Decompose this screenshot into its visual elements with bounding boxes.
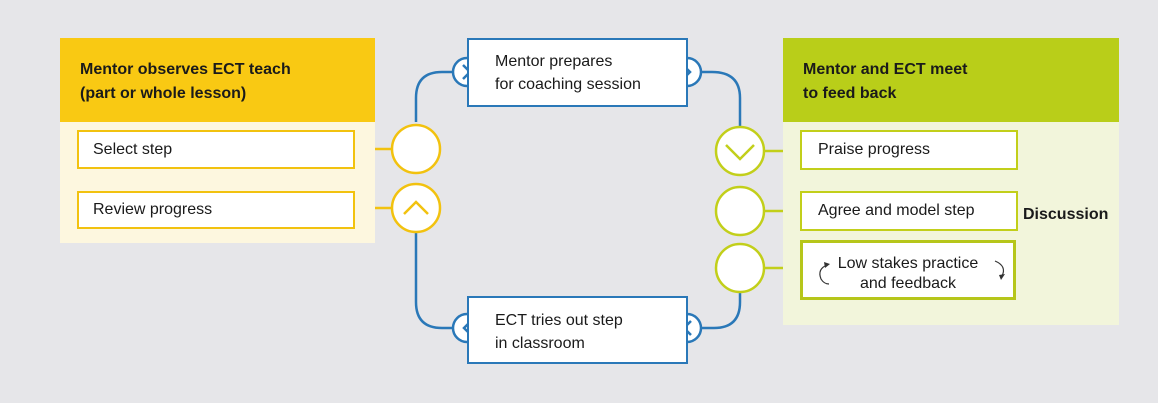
blue-loop	[414, 70, 742, 330]
prepare-session-box: Mentor prepares for coaching session	[467, 38, 688, 107]
try-step-box: ECT tries out step in classroom	[467, 296, 688, 364]
praise-progress-box: Praise progress	[800, 130, 1018, 170]
right-panel-header: Mentor and ECT meet to feed back	[783, 38, 1119, 122]
try-line1: ECT tries out step	[495, 312, 623, 329]
circular-arrows-icon	[819, 260, 1005, 285]
agree-node-circle	[714, 185, 766, 237]
praise-progress-label: Praise progress	[818, 141, 931, 158]
left-title-line2: (part or whole lesson)	[80, 85, 247, 102]
chevron-up-icon	[403, 200, 429, 215]
review-node-circle	[390, 182, 442, 234]
left-title-line1: Mentor observes ECT teach	[80, 61, 291, 78]
review-progress-box: Review progress	[77, 191, 355, 229]
select-node-circle	[390, 123, 442, 175]
agree-model-label: Agree and model step	[818, 202, 975, 219]
practice-node-circle	[714, 242, 766, 294]
try-line2: in classroom	[495, 335, 585, 352]
practice-line2: and feedback	[859, 275, 957, 292]
practice-box: Low stakes practice and feedback	[800, 240, 1016, 300]
right-title-line1: Mentor and ECT meet	[803, 61, 968, 78]
right-title-line2: to feed back	[803, 85, 897, 102]
agree-model-box: Agree and model step	[800, 191, 1018, 231]
select-step-label: Select step	[93, 140, 173, 158]
prepare-line2: for coaching session	[495, 76, 641, 93]
prepare-line1: Mentor prepares	[495, 53, 613, 70]
practice-line1: Low stakes practice	[837, 255, 979, 272]
review-progress-label: Review progress	[93, 201, 213, 218]
left-panel-header: Mentor observes ECT teach (part or whole…	[60, 38, 375, 122]
discussion-label: Discussion	[1023, 206, 1109, 223]
chevron-down-icon	[725, 144, 755, 161]
praise-node-circle	[714, 125, 766, 177]
select-step-box: Select step	[77, 130, 355, 169]
